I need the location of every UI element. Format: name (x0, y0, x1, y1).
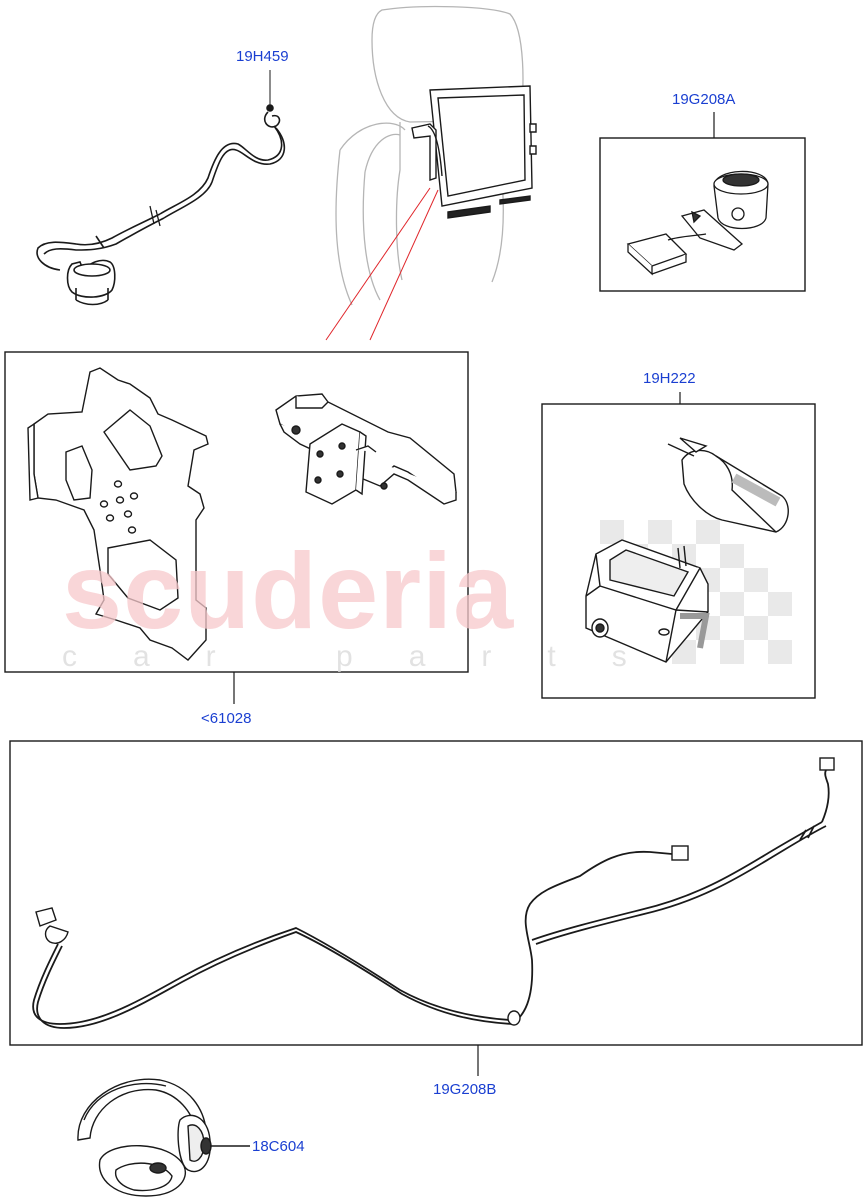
box-19g208b (9, 740, 863, 1076)
watermark-tagline: car parts (62, 640, 683, 673)
callout-19g208b[interactable]: 19G208B (433, 1081, 497, 1098)
callout-19g208a[interactable]: 19G208A (672, 91, 736, 108)
red-leader-lines (325, 187, 439, 341)
box-61028 (4, 351, 469, 704)
watermark-brand: scuderia (62, 530, 515, 651)
headphones-18c604 (77, 1078, 250, 1197)
tablet-on-headrest (411, 85, 537, 219)
box-19g208a (599, 112, 806, 292)
callout-18c604[interactable]: 18C604 (252, 1138, 305, 1155)
holder-cable-assembly (36, 70, 286, 306)
callout-19h222[interactable]: 19H222 (643, 370, 696, 387)
callout-19h459[interactable]: 19H459 (236, 48, 289, 65)
callout-61028[interactable]: <61028 (201, 710, 252, 727)
box-19h222 (541, 392, 816, 699)
